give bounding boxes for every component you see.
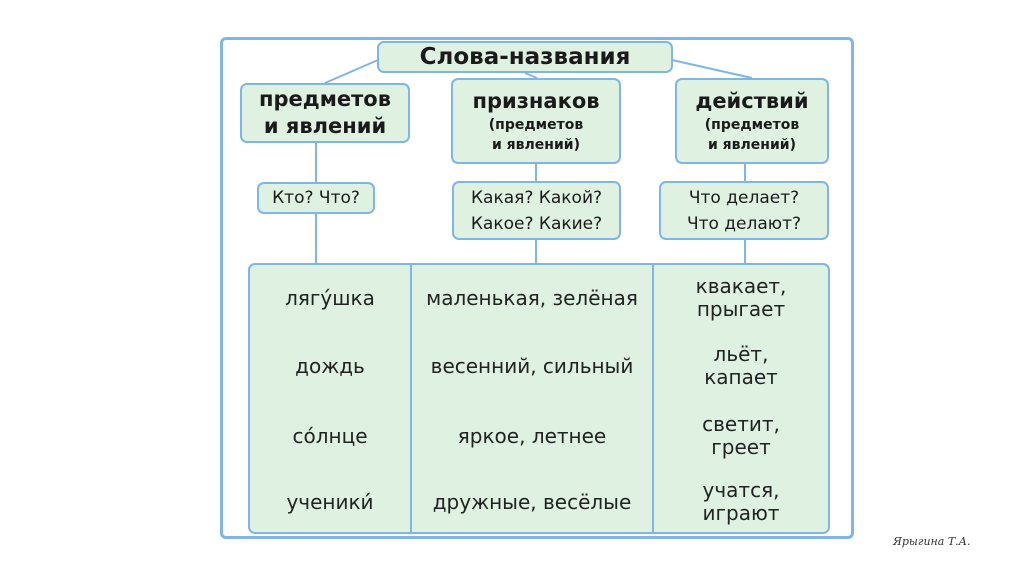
noun-cell: дождь xyxy=(295,353,365,378)
noun-cell: со́лнце xyxy=(292,423,368,448)
question-attributes: Какая? Какой? Какое? Какие? xyxy=(452,181,621,240)
category-actions: действий (предметов и явлений) xyxy=(675,78,829,164)
verb-line1: учатся, xyxy=(702,478,780,502)
noun-cell: ученики́ xyxy=(286,489,374,514)
verb-line1: квакает, xyxy=(695,274,787,298)
category-objects-line1: предметов xyxy=(258,87,392,111)
verb-line2: играют xyxy=(702,501,780,525)
adjective-cell: яркое, летнее xyxy=(457,423,607,448)
question-objects: Кто? Что? xyxy=(257,182,375,214)
category-objects: предметов и явлений xyxy=(240,83,410,143)
column-divider xyxy=(652,265,654,532)
category-actions-sub1: (предметов xyxy=(704,116,800,133)
category-attributes-sub2: и явлений) xyxy=(492,136,580,153)
category-attributes-title: признаков xyxy=(472,88,600,113)
category-actions-title: действий xyxy=(695,88,809,113)
author-signature: Ярыгина Т.А. xyxy=(893,535,971,548)
question-actions: Что делает? Что делают? xyxy=(659,181,829,240)
question-objects-line1: Кто? Что? xyxy=(272,188,360,208)
verb-line1: светит, xyxy=(702,412,780,436)
question-attributes-line2: Какое? Какие? xyxy=(470,213,603,234)
diagram-title-text: Слова-названия xyxy=(419,44,631,70)
category-objects-line2: и явлений xyxy=(263,114,387,138)
category-actions-sub2: и явлений) xyxy=(708,136,796,153)
adjective-cell: весенний, сильный xyxy=(430,353,634,378)
verb-cell: льёт, капает xyxy=(654,341,828,391)
verb-line2: греет xyxy=(711,435,771,459)
verb-line2: капает xyxy=(704,365,778,389)
verb-cell: квакает, прыгает xyxy=(654,273,828,323)
column-divider xyxy=(410,265,412,532)
verb-cell: учатся, играют xyxy=(654,477,828,527)
question-actions-line2: Что делают? xyxy=(686,213,802,234)
verb-line2: прыгает xyxy=(696,297,786,321)
noun-cell: лягу́шка xyxy=(285,285,375,310)
examples-table: лягу́шка маленькая, зелёная квакает, пры… xyxy=(248,263,830,534)
category-attributes-sub1: (предметов xyxy=(488,116,584,133)
adjective-cell: дружные, весёлые xyxy=(432,489,632,514)
diagram-title: Слова-названия xyxy=(377,41,673,73)
verb-cell: светит, греет xyxy=(654,411,828,461)
question-actions-line1: Что делает? xyxy=(688,187,800,208)
category-attributes: признаков (предметов и явлений) xyxy=(451,78,621,164)
adjective-cell: маленькая, зелёная xyxy=(426,285,638,310)
verb-line1: льёт, xyxy=(713,342,769,366)
question-attributes-line1: Какая? Какой? xyxy=(470,187,603,208)
